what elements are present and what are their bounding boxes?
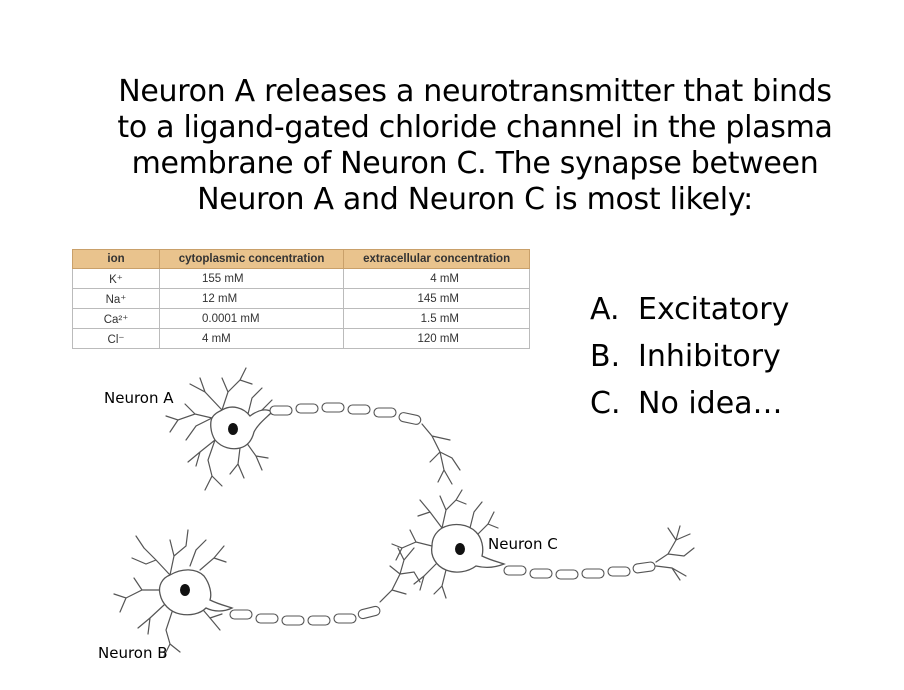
answer-letter: A.	[590, 292, 620, 327]
question-line: to a ligand-gated chloride channel in th…	[117, 110, 833, 145]
neuron-a-axon	[269, 402, 461, 485]
question-line: Neuron A and Neuron C is most likely:	[197, 182, 753, 217]
ion-cell: Cl⁻	[72, 328, 160, 349]
question-line: Neuron A releases a neurotransmitter tha…	[118, 74, 832, 109]
answer-text: No idea…	[638, 386, 783, 421]
extracellular-cell: 120 mM	[343, 328, 530, 349]
neuron-c-label: Neuron C	[488, 535, 558, 553]
table-row: Cl⁻ 4 mM 120 mM	[72, 328, 530, 349]
extracellular-cell: 145 mM	[343, 288, 530, 309]
answer-option-a[interactable]: A. Excitatory	[590, 286, 789, 333]
neuron-b-axon	[229, 547, 421, 626]
answer-text: Inhibitory	[638, 339, 781, 374]
answer-text: Excitatory	[638, 292, 790, 327]
column-header-cytoplasmic: cytoplasmic concentration	[158, 249, 345, 269]
neuron-a	[165, 367, 461, 491]
neuron-c-nucleus	[455, 543, 465, 555]
neuron-c-axon	[503, 525, 695, 581]
answer-letter: C.	[590, 386, 621, 421]
ion-concentration-table: ion cytoplasmic concentration extracellu…	[72, 249, 530, 349]
table-row: Ca²⁺ 0.0001 mM 1.5 mM	[72, 308, 530, 329]
neuron-b-label: Neuron B	[98, 644, 168, 662]
neuron-b	[113, 529, 421, 657]
ion-cell: K⁺	[72, 268, 160, 289]
neuron-a-label: Neuron A	[104, 389, 174, 407]
neuron-a-nucleus	[228, 423, 238, 435]
question-text: Neuron A releases a neurotransmitter tha…	[80, 74, 870, 218]
column-header-extracellular: extracellular concentration	[343, 249, 530, 269]
answer-letter: B.	[590, 339, 621, 374]
neuron-b-dendrites	[113, 529, 227, 657]
column-header-ion: ion	[72, 249, 160, 269]
table-row: K⁺ 155 mM 4 mM	[72, 268, 530, 289]
answer-option-c[interactable]: C. No idea…	[590, 380, 789, 427]
question-line: membrane of Neuron C. The synapse betwee…	[131, 146, 819, 181]
neuron-b-nucleus	[180, 584, 190, 596]
answer-option-b[interactable]: B. Inhibitory	[590, 333, 789, 380]
answer-choices: A. Excitatory B. Inhibitory C. No idea…	[590, 286, 789, 427]
neuron-c	[391, 489, 695, 599]
cytoplasmic-cell: 4 mM	[158, 328, 345, 349]
table-header-row: ion cytoplasmic concentration extracellu…	[72, 249, 530, 269]
neuron-c-dendrites	[391, 489, 499, 599]
